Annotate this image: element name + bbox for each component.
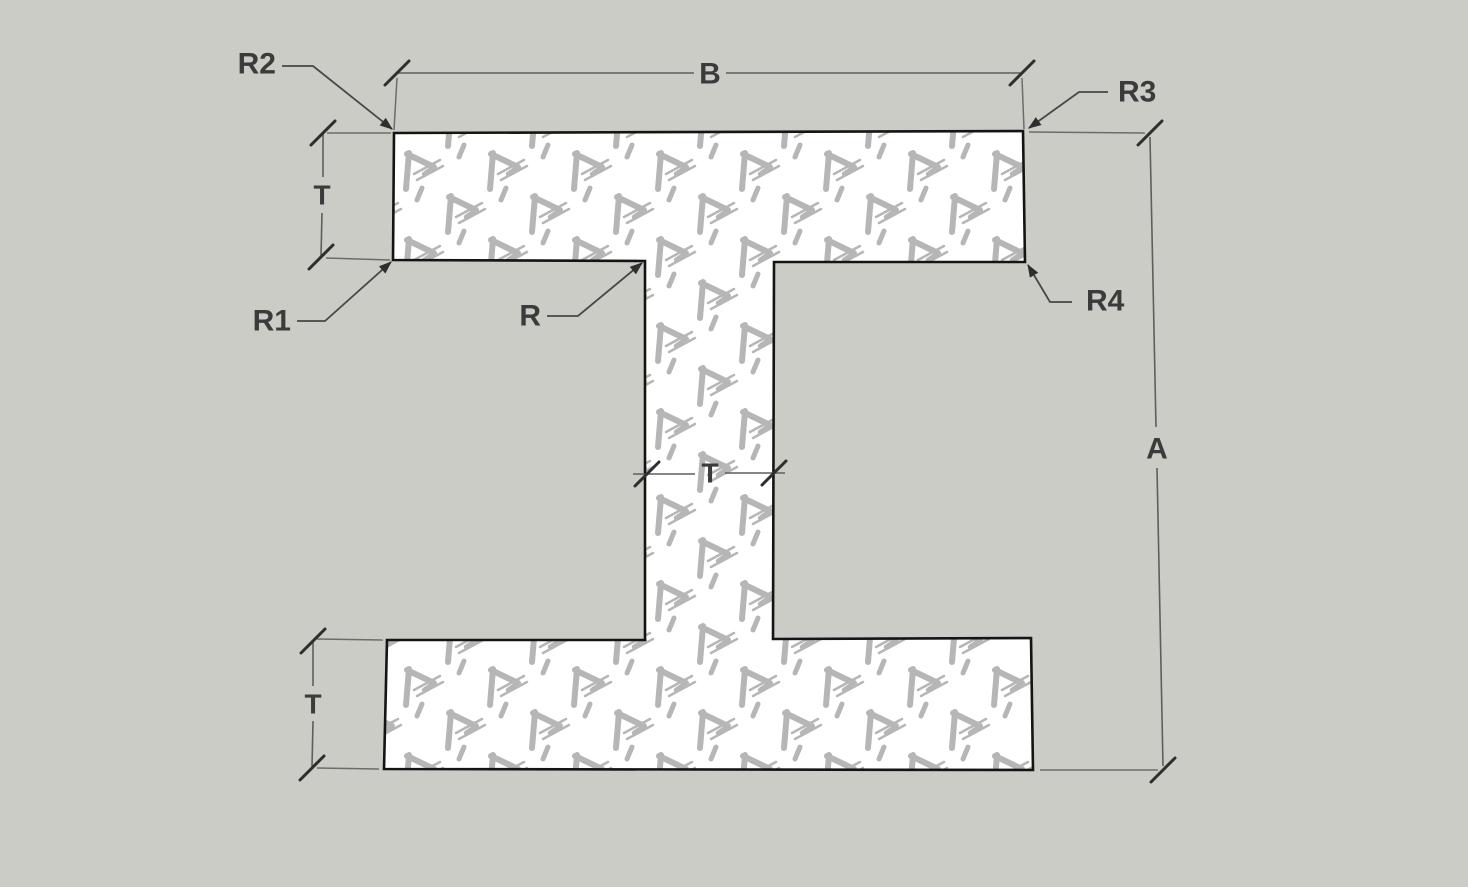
- extension-line: [1028, 131, 1146, 134]
- callout-r: R: [519, 262, 643, 333]
- leader-line: [1027, 264, 1072, 303]
- leader-line: [547, 262, 643, 317]
- callout-r1: R1: [253, 261, 392, 338]
- dimension-slash-tick: [1008, 59, 1036, 87]
- label-r4: R4: [1086, 285, 1125, 318]
- extension-line: [393, 77, 398, 131]
- dimension-t-top-flange: T: [307, 119, 391, 271]
- callout-r3: R3: [1028, 76, 1156, 129]
- leader-line: [282, 65, 393, 130]
- dimension-b: B: [383, 58, 1036, 131]
- dimension-line: [1149, 136, 1157, 428]
- label-t-web: T: [701, 458, 718, 489]
- dimension-slash-tick: [633, 460, 661, 488]
- dimension-line: [320, 212, 323, 258]
- callout-r2: R2: [238, 48, 393, 130]
- dimension-slash-tick: [383, 59, 411, 87]
- leader-line: [297, 261, 392, 322]
- label-r3: R3: [1118, 76, 1156, 109]
- label-t-bottom-flange: T: [304, 689, 321, 720]
- dimension-line: [1156, 467, 1164, 767]
- label-t-top-flange: T: [313, 180, 330, 211]
- dimension-t-web: T: [633, 458, 788, 489]
- callout-r4: R4: [1027, 264, 1125, 318]
- dimension-slash-tick: [298, 754, 326, 782]
- extension-line: [316, 638, 384, 641]
- extension-line: [316, 767, 380, 770]
- dimension-line: [311, 720, 314, 768]
- extension-line: [1021, 77, 1025, 130]
- ibeam-cross-section: [382, 129, 1035, 772]
- label-r1: R1: [253, 305, 291, 338]
- dimension-slash-tick: [1136, 119, 1164, 147]
- dimension-t-bottom-flange: T: [298, 627, 384, 782]
- label-r: R: [519, 300, 541, 333]
- label-a: A: [1146, 433, 1168, 466]
- dimension-slash-tick: [760, 459, 788, 487]
- dimension-slash-tick: [307, 243, 335, 271]
- dimension-slash-tick: [1149, 756, 1177, 784]
- dimension-slash-tick: [309, 119, 337, 147]
- extension-line: [325, 257, 391, 261]
- label-b: B: [699, 58, 721, 91]
- dimension-a: A: [1028, 119, 1177, 784]
- label-r2: R2: [238, 48, 276, 81]
- dimension-slash-tick: [299, 627, 327, 655]
- leader-line: [1028, 91, 1108, 129]
